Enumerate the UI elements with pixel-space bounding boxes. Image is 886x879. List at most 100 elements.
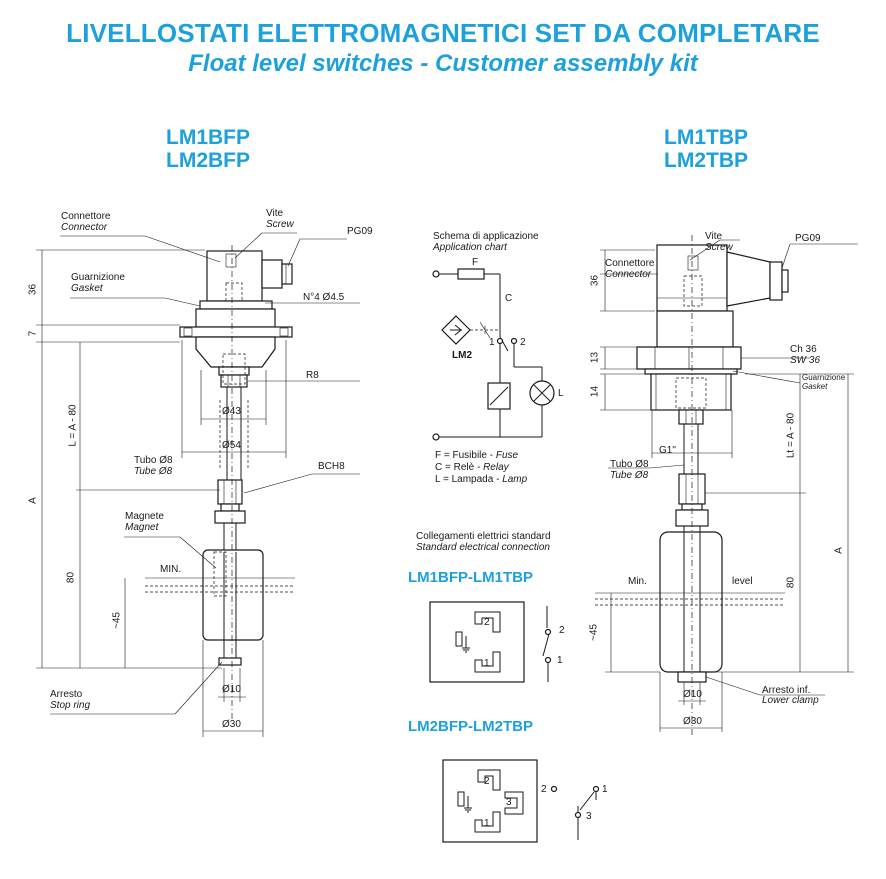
right-lower-clamp-label: Arresto inf. Lower clamp	[762, 686, 819, 706]
schema-label: Schema di applicazione Application chart	[433, 231, 539, 253]
left-dim-36: 36	[27, 283, 39, 296]
left-connector-text: Connector	[61, 222, 108, 233]
right-hex-label: Ch 36 SW 36	[790, 344, 820, 366]
terminal-1-label: 1	[489, 337, 495, 348]
conn1-switch-1: 1	[557, 655, 563, 666]
left-tube-text: Tube Ø8	[134, 466, 173, 477]
legend-f-en: Fuse	[495, 450, 519, 461]
left-magnet-label: Magnete Magnet	[125, 511, 164, 533]
left-model-2: LM2BFP	[166, 149, 250, 172]
left-guarnizione-text: Guarnizione	[71, 272, 125, 283]
left-magnet-text: Magnet	[125, 522, 159, 533]
right-connector-text: Connector	[605, 269, 652, 280]
right-dim-a: A	[833, 547, 845, 554]
lamp-label: L	[558, 388, 564, 399]
right-gasket-text: Gasket	[802, 382, 828, 391]
legend-l-it: L = Lampada -	[435, 474, 503, 485]
right-dim-13: 13	[589, 351, 601, 364]
right-connector-label: Connettore Connector	[605, 258, 654, 280]
left-bch8-label: BCH8	[318, 461, 345, 472]
collegamenti-en-text: Standard electrical connection	[416, 542, 550, 553]
right-d10-label: Ø10	[683, 689, 702, 700]
left-holes-label: N°4 Ø4.5	[303, 292, 345, 303]
right-gasket-label: Guarnizione Gasket	[802, 373, 845, 391]
right-switch-drawing	[595, 235, 858, 735]
connection-diagrams	[429, 601, 600, 843]
legend-f: F = Fusibile - Fuse	[435, 450, 527, 462]
conn2-switch-1: 1	[602, 784, 608, 795]
schema-it-text: Schema di applicazione	[433, 231, 539, 242]
left-d30-label: Ø30	[222, 719, 241, 730]
legend-f-it: F = Fusibile -	[435, 450, 496, 461]
right-ch36-text: Ch 36	[790, 344, 817, 355]
right-dim-14: 14	[589, 385, 601, 398]
conn1-pin1-label: 1	[484, 658, 490, 669]
right-min-label: Min.	[628, 576, 647, 587]
left-tubo-text: Tubo Ø8	[134, 455, 173, 466]
legend-c-en: Relay	[483, 462, 509, 473]
relay-label: C	[505, 293, 513, 304]
right-model-names: LM1TBP LM2TBP	[646, 126, 766, 172]
left-magnete-text: Magnete	[125, 511, 164, 522]
lm2-label: LM2	[452, 350, 472, 361]
legend-c: C = Relè - Relay	[435, 462, 527, 474]
right-tubo-text: Tubo Ø8	[610, 459, 649, 470]
left-switch-drawing	[36, 232, 360, 737]
right-tube-label: Tubo Ø8 Tube Ø8	[610, 459, 649, 481]
legend-l-en: Lamp	[502, 474, 528, 485]
legend-c-it: C = Relè -	[435, 462, 484, 473]
right-lower-clamp-text: Lower clamp	[762, 695, 819, 706]
left-d10-label: Ø10	[222, 684, 241, 695]
left-dim-7: 7	[27, 330, 39, 337]
right-screw-text: Screw	[705, 242, 733, 253]
left-gasket-label: Guarnizione Gasket	[71, 272, 125, 294]
conn1-title: LM1BFP-LM1TBP	[408, 569, 533, 586]
left-arresto-text: Arresto	[50, 689, 83, 700]
right-screw-label: Vite Screw	[705, 231, 733, 253]
left-connettore-text: Connettore	[61, 211, 111, 222]
left-dim-45: ~45	[111, 612, 123, 629]
left-pg09-label: PG09	[347, 226, 373, 237]
left-d43-label: Ø43	[222, 406, 241, 417]
left-screw-label: Vite Screw	[266, 208, 294, 230]
page-subtitle: Float level switches - Customer assembly…	[188, 50, 698, 77]
conn2-pin2-label: 2	[484, 776, 490, 787]
legend-l: L = Lampada - Lamp	[435, 474, 527, 486]
collegamenti-it-text: Collegamenti elettrici standard	[416, 531, 551, 542]
terminal-2-label: 2	[520, 337, 526, 348]
left-dim-80: 80	[65, 571, 77, 584]
left-stop-ring-text: Stop ring	[50, 700, 91, 711]
conn1-switch-2: 2	[559, 625, 565, 636]
left-screw-text: Screw	[266, 219, 294, 230]
page-title: LIVELLOSTATI ELETTROMAGNETICI SET DA COM…	[66, 18, 820, 48]
left-model-names: LM1BFP LM2BFP	[148, 126, 268, 172]
left-min-label: MIN.	[160, 564, 182, 575]
conn2-pin3-label: 3	[506, 797, 512, 808]
application-chart-drawing	[432, 268, 555, 441]
left-model-1: LM1BFP	[166, 126, 250, 149]
conn2-pin1-label: 1	[484, 818, 490, 829]
right-connettore-text: Connettore	[605, 258, 655, 269]
left-tube-label: Tubo Ø8 Tube Ø8	[134, 455, 173, 477]
left-connector-label: Connettore Connector	[61, 211, 110, 233]
right-vite-text: Vite	[705, 231, 723, 242]
right-dim-45: ~45	[588, 624, 600, 641]
left-dim-a: A	[27, 497, 39, 504]
right-arresto-text: Arresto inf.	[762, 685, 811, 696]
right-level-label: level	[732, 576, 753, 587]
left-d54-label: Ø54	[222, 440, 241, 451]
right-g1-label: G1"	[659, 445, 676, 456]
right-model-1: LM1TBP	[664, 126, 748, 149]
left-vite-text: Vite	[266, 208, 284, 219]
conn1-pin2-label: 2	[484, 617, 490, 628]
right-model-2: LM2TBP	[664, 149, 748, 172]
right-dim-36: 36	[589, 274, 601, 287]
right-dim-lt: Lt = A - 80	[785, 412, 797, 459]
schema-en-text: Application chart	[433, 242, 507, 253]
left-dim-l: L = A - 80	[67, 404, 79, 447]
conn2-switch-2: 2	[541, 784, 547, 795]
legend: F = Fusibile - Fuse C = Relè - Relay L =…	[435, 450, 527, 486]
conn2-switch-3: 3	[586, 811, 592, 822]
left-r8-label: R8	[306, 370, 319, 381]
